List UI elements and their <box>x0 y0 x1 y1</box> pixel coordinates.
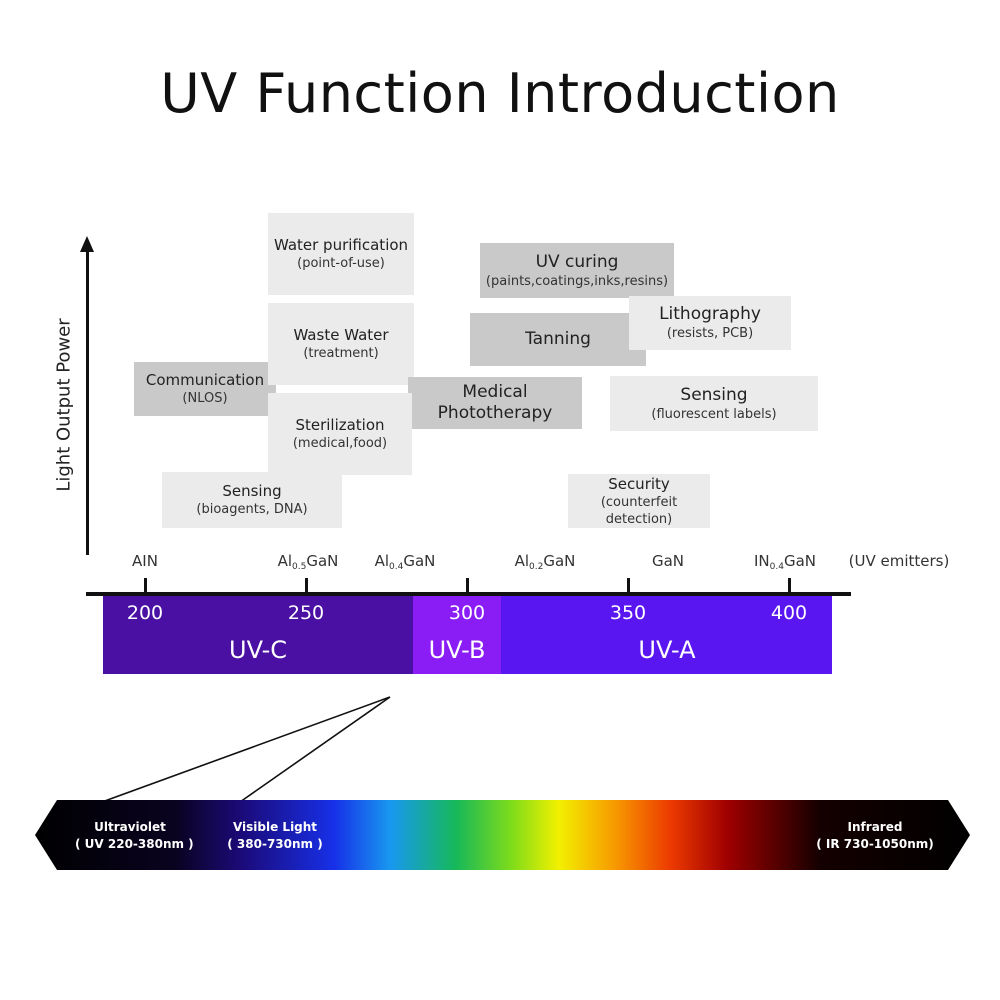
wavelength-label-250: 250 <box>287 602 325 624</box>
spectrum-polygon <box>35 800 970 870</box>
wavelength-label-400: 400 <box>770 602 808 624</box>
app-box-tanning: Tanning <box>470 313 646 366</box>
wavelength-label-300: 300 <box>448 602 486 624</box>
app-title: Water purification <box>273 236 409 254</box>
app-subtitle: (NLOS) <box>182 391 228 406</box>
emitter-label-al05gan: Al0.5GaN <box>278 552 339 572</box>
axis-tick <box>627 578 630 594</box>
ultraviolet-label: Ultraviolet ( UV 220-380nm ) <box>75 819 194 853</box>
emitters-caption: (UV emitters) <box>848 552 950 570</box>
ultraviolet-range: ( UV 220-380nm ) <box>75 837 194 851</box>
app-title: UV curing <box>535 251 619 272</box>
emitter-sub: 0.4 <box>769 562 784 572</box>
app-box-sensing-bioagents: Sensing (bioagents, DNA) <box>162 472 342 528</box>
app-subtitle: (fluorescent labels) <box>651 406 777 422</box>
y-axis-arrow-icon <box>80 236 94 252</box>
emitter-main: AIN <box>132 552 158 570</box>
band-uv-a <box>501 596 832 674</box>
app-box-medical-phototherapy: Medical Phototherapy <box>408 377 582 429</box>
app-title: Tanning <box>525 329 591 349</box>
app-subtitle: (medical,food) <box>292 436 388 451</box>
zoom-line-right <box>239 696 391 803</box>
app-subtitle: (bioagents, DNA) <box>196 502 308 517</box>
app-title: Security <box>608 474 670 493</box>
band-label-uv-a: UV-A <box>638 636 696 664</box>
app-title: Lithography <box>659 304 761 324</box>
visible-light-range: ( 380-730nm ) <box>227 837 323 851</box>
app-box-communication: Communication (NLOS) <box>134 362 276 416</box>
emitter-label-al02gan: Al0.2GaN <box>515 552 576 572</box>
ultraviolet-title: Ultraviolet <box>94 820 166 834</box>
axis-tick <box>788 578 791 594</box>
band-uv-c <box>103 596 413 674</box>
electromagnetic-spectrum-bar: Ultraviolet ( UV 220-380nm ) Visible Lig… <box>35 800 970 870</box>
page-title: UV Function Introduction <box>160 62 840 125</box>
zoom-line-left <box>101 696 391 803</box>
uv-band-bar: 200 250 300 350 400 UV-C UV-B UV-A <box>103 596 832 674</box>
emitter-main: Al <box>277 552 293 570</box>
y-axis-line <box>86 250 89 555</box>
infrared-label: Infrared ( IR 730-1050nm) <box>815 819 935 853</box>
emitter-label-gan: GaN <box>652 552 684 570</box>
emitter-rest: GaN <box>783 552 817 570</box>
app-subtitle: (paints,coatings,inks,resins) <box>485 273 669 289</box>
emitter-main: Al <box>374 552 390 570</box>
emitter-main: Al <box>514 552 530 570</box>
app-title: Sensing <box>222 482 282 500</box>
emitter-sub: 0.2 <box>529 562 544 572</box>
band-label-uv-b: UV-B <box>428 636 486 664</box>
app-subtitle: (resists, PCB) <box>666 326 754 341</box>
app-title: Sensing <box>680 384 748 405</box>
axis-tick <box>305 578 308 594</box>
infrared-title: Infrared <box>847 820 903 834</box>
wavelength-label-350: 350 <box>609 602 647 624</box>
emitter-rest: GaN <box>306 552 339 570</box>
emitter-sub: 0.5 <box>292 562 307 572</box>
app-box-uv-curing: UV curing (paints,coatings,inks,resins) <box>480 243 674 298</box>
spectrum-shape <box>35 800 970 870</box>
infrared-range: ( IR 730-1050nm) <box>816 837 934 851</box>
app-title: Waste Water <box>293 326 389 344</box>
app-box-waste-water: Waste Water (treatment) <box>268 303 414 385</box>
app-subtitle: (counterfeit detection) <box>600 494 678 527</box>
emitter-main: GaN <box>651 552 685 570</box>
app-subtitle: (treatment) <box>303 346 379 361</box>
visible-light-label: Visible Light ( 380-730nm ) <box>220 819 330 853</box>
wavelength-label-200: 200 <box>126 602 164 624</box>
app-title: Sterilization <box>295 416 385 434</box>
wavelength-axis-line <box>86 592 851 596</box>
emitter-label-in04gan: IN0.4GaN <box>754 552 816 572</box>
app-box-sensing-fluorescent: Sensing (fluorescent labels) <box>610 376 818 431</box>
app-subtitle: (point-of-use) <box>297 256 385 271</box>
emitter-rest: GaN <box>403 552 436 570</box>
band-label-uv-c: UV-C <box>229 636 287 664</box>
app-box-sterilization: Sterilization (medical,food) <box>268 393 412 475</box>
axis-tick <box>466 578 469 594</box>
app-title: Medical Phototherapy <box>437 382 553 423</box>
emitter-sub: 0.4 <box>389 562 404 572</box>
app-title: Communication <box>145 371 265 389</box>
visible-light-title: Visible Light <box>232 820 318 834</box>
axis-tick <box>144 578 147 594</box>
app-box-security: Security (counterfeit detection) <box>568 474 710 528</box>
emitter-label-ain: AIN <box>132 552 158 570</box>
app-box-lithography: Lithography (resists, PCB) <box>629 296 791 350</box>
app-box-water-purification: Water purification (point-of-use) <box>268 213 414 295</box>
emitter-label-al04gan: Al0.4GaN <box>375 552 436 572</box>
emitter-main: IN <box>753 552 770 570</box>
emitter-rest: GaN <box>543 552 576 570</box>
band-uv-b <box>413 596 501 674</box>
